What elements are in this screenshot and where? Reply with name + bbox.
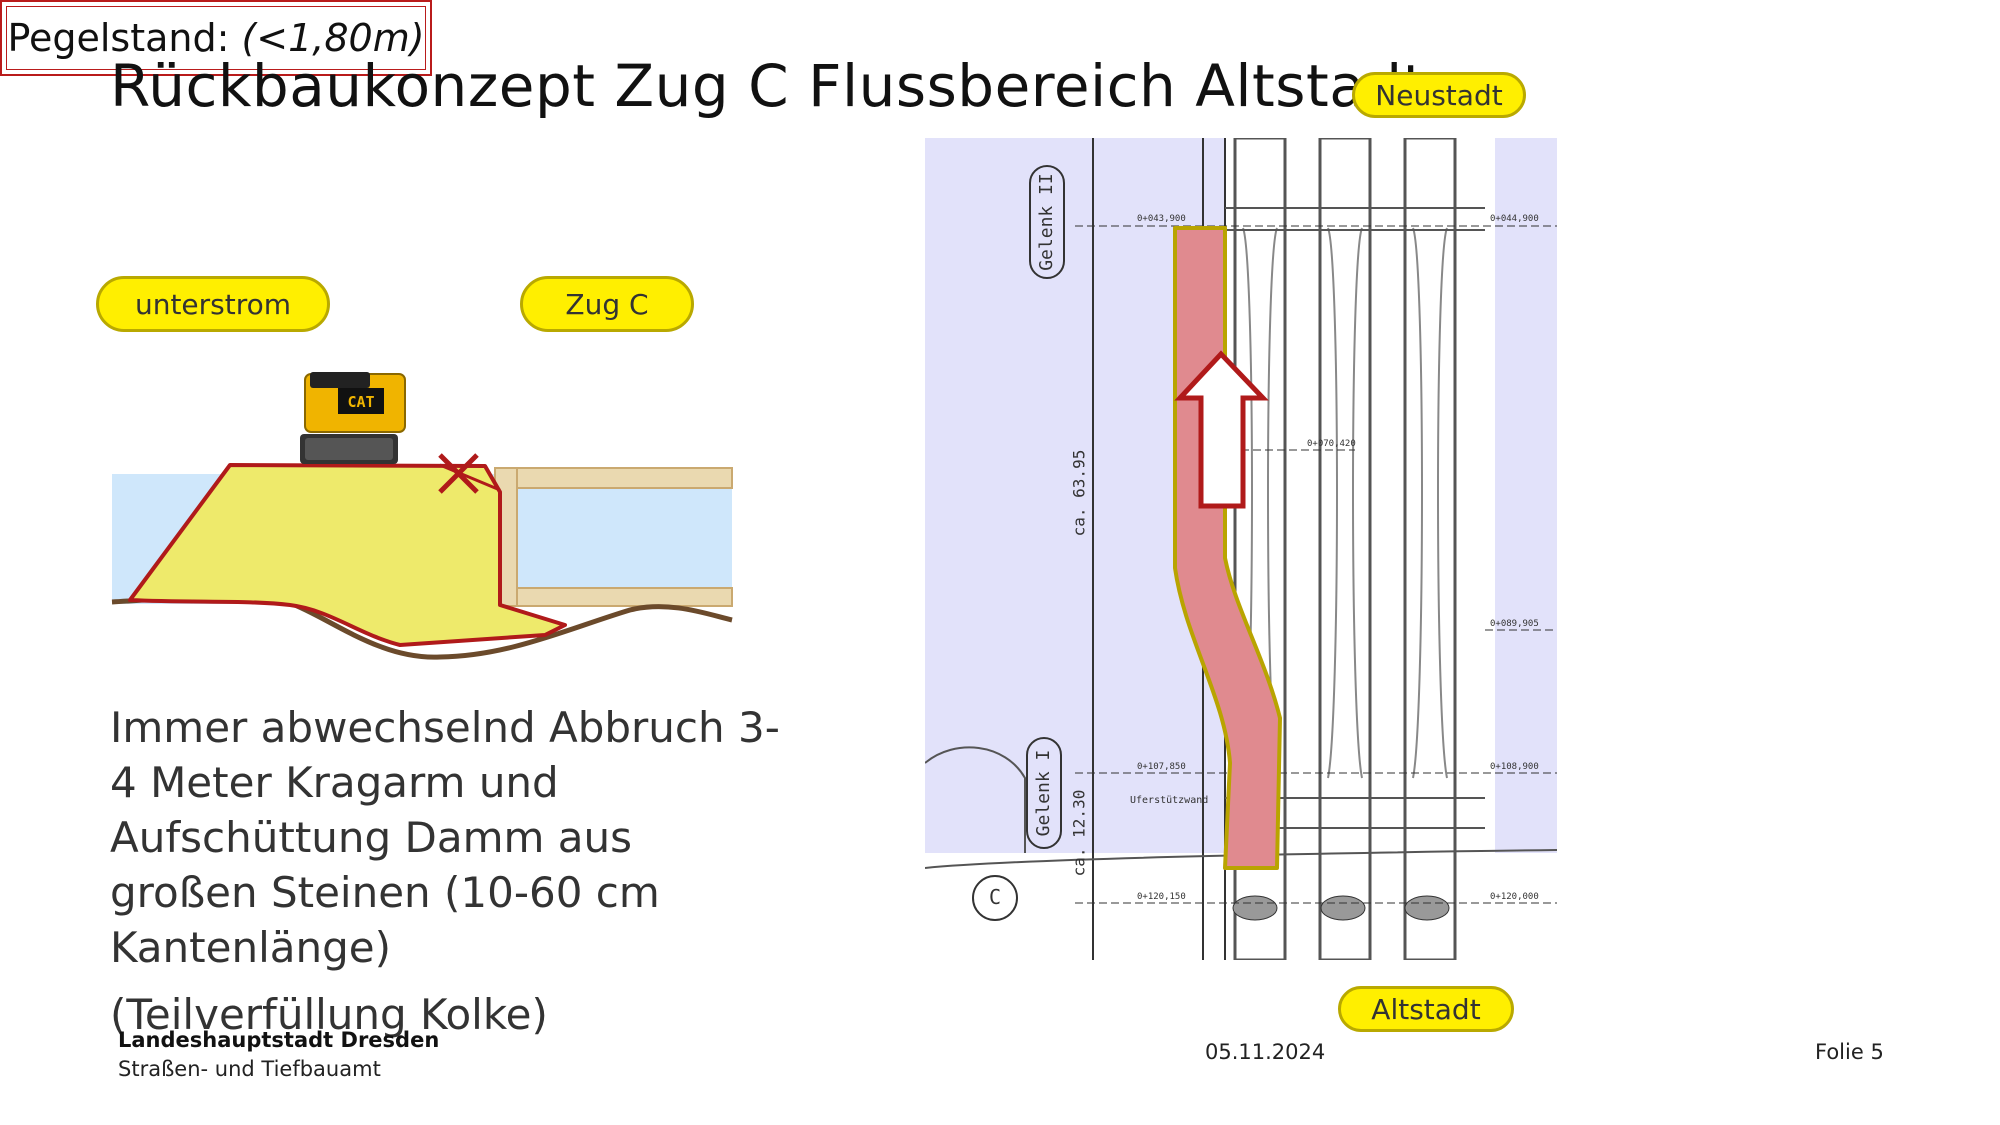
dimension-long: ca. 63.95 (1070, 450, 1089, 537)
plan-drawing: Gelenk II Gelenk I ca. 63.95 ca. 12.30 C… (925, 138, 1557, 960)
dam-fill (128, 463, 567, 647)
label-unterstrom: unterstrom (96, 276, 330, 332)
footer-date: 05.11.2024 (1205, 1040, 1326, 1064)
bridge-section (494, 467, 733, 607)
svg-text:C: C (989, 885, 1001, 909)
footer-organization: Landeshauptstadt Dresden (118, 1028, 440, 1052)
dam-section-diagram: CAT (111, 372, 733, 660)
svg-text:0+107,850: 0+107,850 (1137, 762, 1186, 772)
gelenk-bottom-label: Gelenk I (1026, 737, 1062, 849)
axis-c-marker: C (972, 875, 1018, 921)
body-text: Immer abwechselnd Abbruch 3-4 Meter Krag… (110, 700, 790, 1042)
svg-text:0+120,150: 0+120,150 (1137, 892, 1186, 902)
bridge-girders (1225, 138, 1485, 960)
svg-text:0+108,900: 0+108,900 (1490, 762, 1539, 772)
footer-page-number: Folie 5 (1815, 1040, 1884, 1064)
svg-text:0+070,420: 0+070,420 (1307, 439, 1356, 449)
pegelstand-box: Pegelstand: (<1,80m) (0, 0, 432, 76)
x-mark-icon (438, 453, 479, 494)
excavator-brand: CAT (347, 393, 374, 411)
station-labels: 0+043,900 0+044,900 0+070,420 0+089,905 … (1130, 214, 1539, 902)
svg-text:Gelenk II: Gelenk II (1036, 173, 1057, 271)
gelenk-top-label: Gelenk II (1029, 165, 1065, 279)
svg-text:0+044,900: 0+044,900 (1490, 214, 1539, 224)
arrow-up-icon (1174, 350, 1269, 509)
svg-text:0+089,905: 0+089,905 (1490, 619, 1539, 629)
excavator-icon: CAT (300, 372, 406, 464)
footer-department: Straßen- und Tiefbauamt (118, 1057, 381, 1081)
dimension-short: ca. 12.30 (1070, 790, 1089, 877)
svg-text:Uferstützwand: Uferstützwand (1130, 795, 1208, 806)
label-altstadt: Altstadt (1338, 986, 1514, 1032)
slide-title: Rückbaukonzept Zug C Flussbereich Altsta… (110, 52, 1426, 120)
pegelstand-label: Pegelstand: (7, 16, 230, 60)
svg-text:Gelenk I: Gelenk I (1033, 750, 1054, 837)
label-zug-c: Zug C (520, 276, 694, 332)
body-main-text: Immer abwechselnd Abbruch 3-4 Meter Krag… (110, 703, 780, 972)
svg-text:0+043,900: 0+043,900 (1137, 214, 1186, 224)
label-neustadt: Neustadt (1352, 72, 1526, 118)
svg-text:0+120,000: 0+120,000 (1490, 892, 1539, 902)
riverbank-line (925, 849, 1557, 869)
body-sub-text: (Teilverfüllung Kolke) (110, 990, 548, 1039)
pegelstand-value: (<1,80m) (241, 16, 425, 60)
